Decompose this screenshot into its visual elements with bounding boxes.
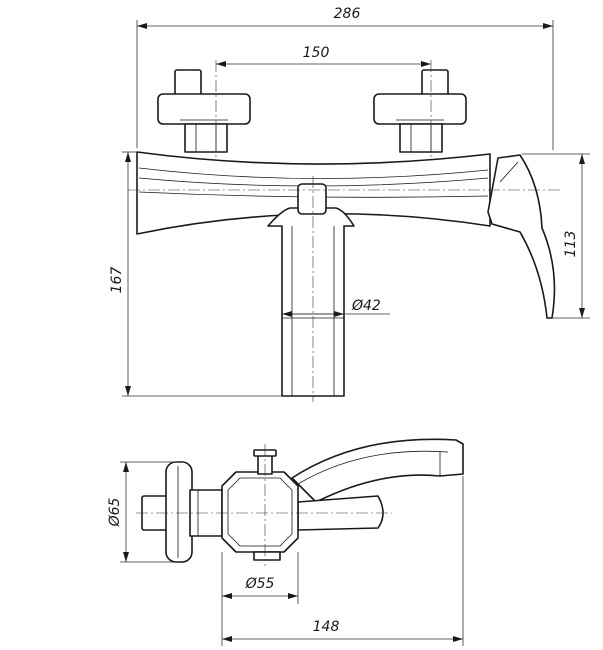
- dim-label-150: 150: [303, 45, 330, 61]
- dim-label-113: 113: [563, 231, 579, 258]
- rosette: [165, 461, 193, 563]
- dimension-rosette-diameter: Ø65: [107, 461, 178, 563]
- dim-label-167: 167: [109, 267, 125, 294]
- right-connector: [373, 69, 467, 153]
- dimension-overall-height: 167: [109, 151, 282, 397]
- side-view: [136, 438, 464, 566]
- dim-label-d65: Ø65: [107, 497, 123, 527]
- front-view: [128, 60, 560, 402]
- dim-label-148: 148: [313, 619, 340, 635]
- dimension-lever-height: 113: [522, 153, 590, 319]
- dim-label-d55: Ø55: [245, 576, 275, 592]
- lever-handle: [487, 154, 556, 319]
- bottom-outlet: [253, 551, 281, 561]
- left-connector: [157, 69, 251, 153]
- body-octagon: [221, 471, 299, 553]
- dimension-depth: 148: [221, 476, 464, 646]
- dimension-outlet-diameter: Ø42: [282, 298, 390, 317]
- dimension-handle-spacing: 150: [216, 45, 431, 67]
- spout-arc: [291, 438, 464, 503]
- dim-label-d42: Ø42: [351, 298, 381, 314]
- dimension-overall-width: 286: [136, 6, 554, 150]
- outlet-pipe: [267, 183, 355, 397]
- dim-label-286: 286: [334, 6, 361, 22]
- dimension-body-diameter: Ø55: [221, 552, 299, 604]
